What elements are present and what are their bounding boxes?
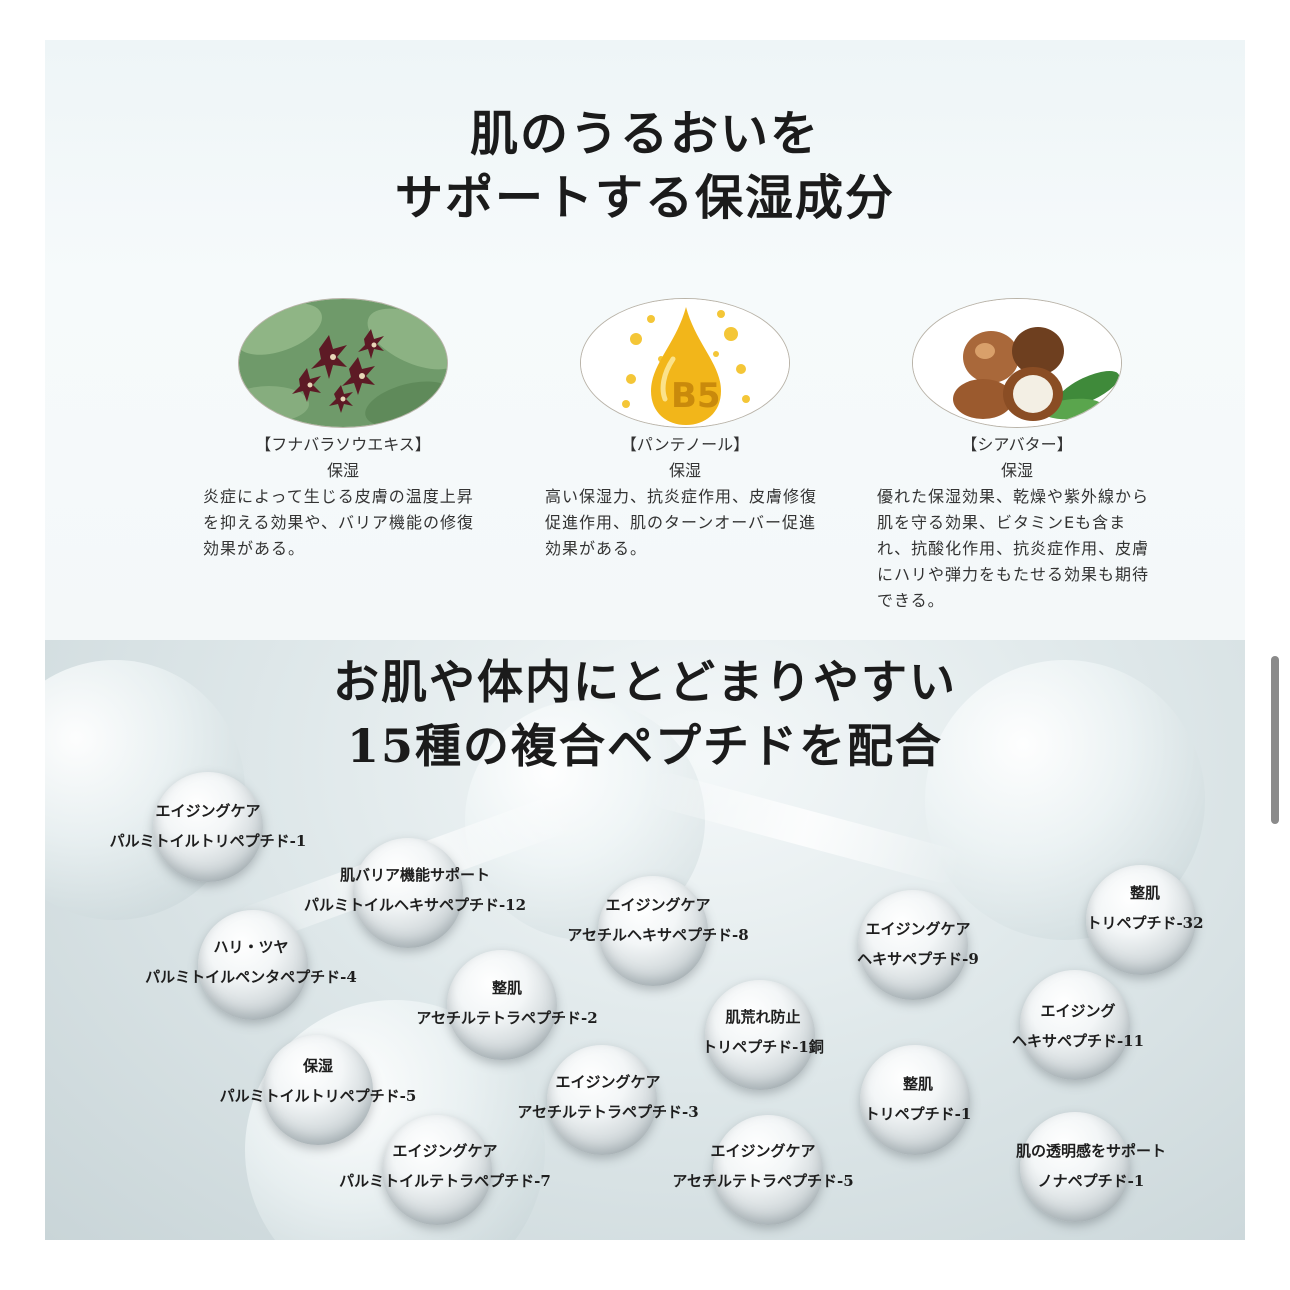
peptide-name: パルミトイルトリペプチド-1 (109, 832, 307, 850)
peptide-label: 保湿 パルミトイルトリペプチド-5 (220, 1051, 417, 1111)
peptide-bubble (153, 772, 263, 882)
peptide-bubble (353, 838, 463, 948)
peptide-category: ハリ・ツヤ (213, 938, 289, 956)
peptide-name: トリペプチド-1銅 (702, 1038, 824, 1056)
ingredient-type: 保湿 (668, 461, 701, 480)
peptide-category: 整肌 (902, 1075, 934, 1093)
peptide-label: 肌の透明感をサポート ノナペプチド-1 (1016, 1136, 1166, 1196)
peptide-category: 保湿 (302, 1057, 334, 1075)
peptide-name: アセチルテトラペプチド-2 (416, 1009, 598, 1027)
flower-image (238, 298, 448, 428)
ingredient-description: 優れた保湿効果、乾燥や紫外線から肌を守る効果、ビタミンEも含まれ、抗酸化作用、抗… (877, 487, 1150, 610)
peptide-bubble (705, 980, 815, 1090)
peptide-name: パルミトイルテトラペプチド-7 (339, 1172, 551, 1190)
peptide-label: 肌荒れ防止 トリペプチド-1銅 (702, 1002, 824, 1062)
title-line-1: 肌のうるおいを (469, 106, 820, 162)
peptide-name: アセチルヘキサペプチド-8 (567, 926, 749, 944)
peptide-label: エイジングケア アセチルテトラペプチド-3 (517, 1067, 698, 1127)
peptide-bubble (1086, 865, 1196, 975)
peptide-section-title: お肌や体内にとどまりやすい 15種の複合ペプチドを配合 (45, 650, 1245, 778)
peptide-name: アセチルテトラペプチド-5 (672, 1172, 854, 1190)
shea-nut-image (912, 298, 1122, 428)
peptide-label: エイジングケア アセチルテトラペプチド-5 (672, 1136, 853, 1196)
peptide-category: エイジングケア (155, 802, 261, 820)
title-line-1: お肌や体内にとどまりやすい (333, 655, 957, 709)
peptide-label: エイジングケア パルミトイルテトラペプチド-7 (339, 1136, 551, 1196)
peptide-section: お肌や体内にとどまりやすい 15種の複合ペプチドを配合 エイジングケア パルミト… (45, 640, 1245, 1240)
peptide-label: 肌バリア機能サポート パルミトイルヘキサペプチド-12 (304, 860, 526, 920)
title-line-2: 15種の複合ペプチドを配合 (346, 719, 943, 773)
peptide-bubble (858, 890, 968, 1000)
peptide-bubble (198, 910, 308, 1020)
ingredient-name: 【フナバラソウエキス】 (255, 435, 431, 454)
peptide-bubble (447, 950, 557, 1060)
peptide-category: エイジング (1040, 1002, 1116, 1020)
peptide-name: ノナペプチド-1 (1037, 1172, 1145, 1190)
peptide-bubble (382, 1115, 492, 1225)
peptide-label: エイジングケア パルミトイルトリペプチド-1 (110, 796, 307, 856)
peptide-bubble (1020, 1112, 1130, 1222)
peptide-category: 整肌 (1129, 884, 1161, 902)
ingredient-name: 【パンテノール】 (620, 435, 750, 454)
peptide-name: トリペプチド-32 (1086, 914, 1204, 932)
peptide-bubble (547, 1045, 657, 1155)
peptide-bubble (598, 876, 708, 986)
peptide-name: ヘキサペプチド-9 (857, 950, 979, 968)
peptide-bubble (1020, 970, 1130, 1080)
peptide-label: ハリ・ツヤ パルミトイルペンタペプチド-4 (145, 932, 357, 992)
peptide-label: 整肌 トリペプチド-1 (865, 1069, 972, 1129)
peptide-name: パルミトイルヘキサペプチド-12 (303, 896, 527, 914)
peptide-category: エイジングケア (555, 1073, 661, 1091)
peptide-category: 肌荒れ防止 (725, 1008, 801, 1026)
peptide-name: パルミトイルペンタペプチド-4 (145, 968, 357, 986)
peptide-name: トリペプチド-1 (864, 1105, 972, 1123)
ingredient-card-panthenol: B5 【パンテノール】 保湿 高い保湿力、抗炎症作用、皮膚修復促進作用、肌のター… (535, 298, 835, 562)
peptide-category: 整肌 (491, 979, 522, 997)
ingredient-type: 保湿 (326, 461, 359, 480)
peptide-category: 肌バリア機能サポート (339, 866, 491, 884)
peptide-category: エイジングケア (392, 1142, 498, 1160)
ingredient-name: 【シアバター】 (961, 435, 1073, 454)
peptide-label: 整肌 トリペプチド-32 (1086, 878, 1203, 938)
peptide-category: エイジングケア (710, 1142, 816, 1160)
peptide-label: エイジング ヘキサペプチド-11 (1012, 996, 1144, 1056)
peptide-bubble (263, 1035, 373, 1145)
moisturizing-section-title: 肌のうるおいを サポートする保湿成分 (45, 102, 1245, 230)
vertical-scrollbar[interactable] (1271, 656, 1279, 824)
vitamin-b5-drop-image: B5 (580, 298, 790, 428)
peptide-label: エイジングケア ヘキサペプチド-9 (857, 914, 979, 974)
peptide-name: アセチルテトラペプチド-3 (517, 1103, 699, 1121)
ingredient-description: 炎症によって生じる皮膚の温度上昇を抑える効果や、バリア機能の修復効果がある。 (203, 487, 475, 558)
ingredient-card-funabarasou: 【フナバラソウエキス】 保湿 炎症によって生じる皮膚の温度上昇を抑える効果や、バ… (193, 298, 493, 562)
ingredient-card-shea-butter: 【シアバター】 保湿 優れた保湿効果、乾燥や紫外線から肌を守る効果、ビタミンEも… (867, 298, 1167, 614)
peptide-label: エイジングケア アセチルヘキサペプチド-8 (567, 890, 748, 950)
peptide-name: ヘキサペプチド-11 (1011, 1032, 1145, 1050)
peptide-bubble (860, 1045, 970, 1155)
ingredient-description: 高い保湿力、抗炎症作用、皮膚修復促進作用、肌のターンオーバー促進効果がある。 (545, 487, 818, 558)
peptide-category: エイジングケア (605, 896, 711, 914)
ingredient-type: 保湿 (1000, 461, 1033, 480)
peptide-category: 肌の透明感をサポート (1015, 1142, 1167, 1160)
peptide-name: パルミトイルトリペプチド-5 (219, 1087, 417, 1105)
peptide-category: エイジングケア (865, 920, 971, 938)
b5-badge-text: B5 (671, 376, 721, 416)
title-line-2: サポートする保湿成分 (394, 170, 895, 226)
moisturizing-section: 肌のうるおいを サポートする保湿成分 (45, 40, 1245, 640)
peptide-bubble (713, 1115, 823, 1225)
peptide-label: 整肌 アセチルテトラペプチド-2 (416, 973, 597, 1033)
